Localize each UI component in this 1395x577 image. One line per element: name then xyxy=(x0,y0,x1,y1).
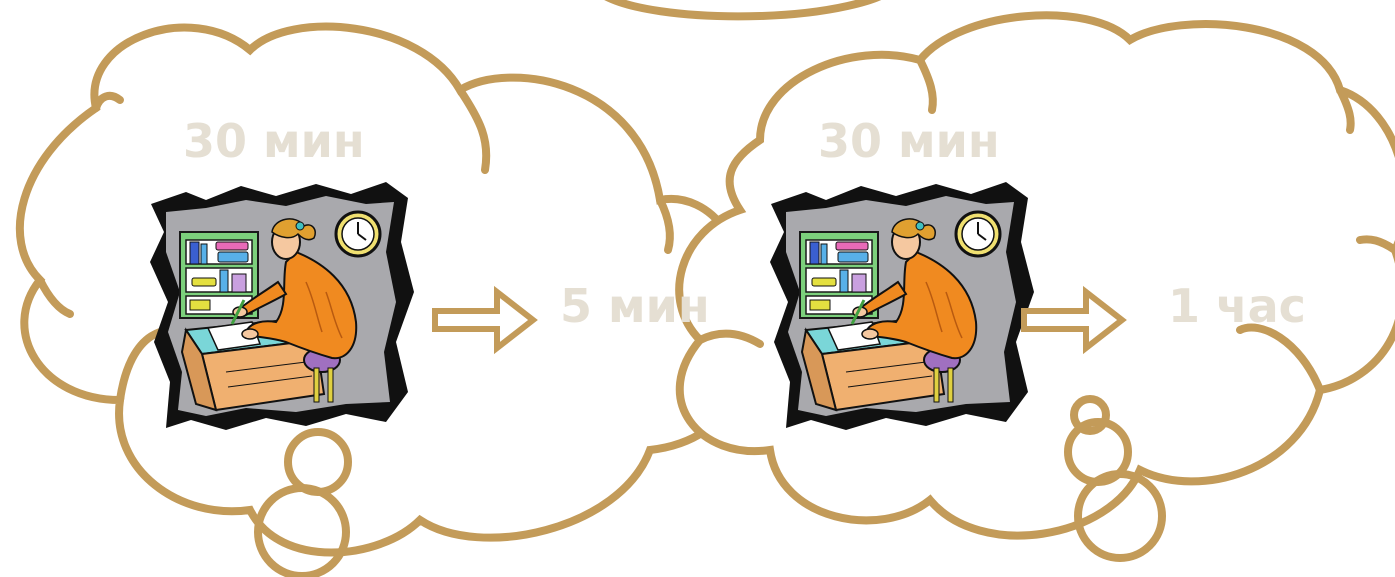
top-cloud-edge xyxy=(596,0,890,16)
study-duration-label-left: 30 мин xyxy=(183,118,365,164)
woman-studying-illustration-left xyxy=(150,182,414,430)
result-duration-label-left: 5 мин xyxy=(560,283,710,329)
woman-studying-illustration-right xyxy=(770,182,1034,430)
study-duration-label-right: 30 мин xyxy=(818,118,1000,164)
result-duration-label-right: 1 час xyxy=(1168,283,1306,329)
